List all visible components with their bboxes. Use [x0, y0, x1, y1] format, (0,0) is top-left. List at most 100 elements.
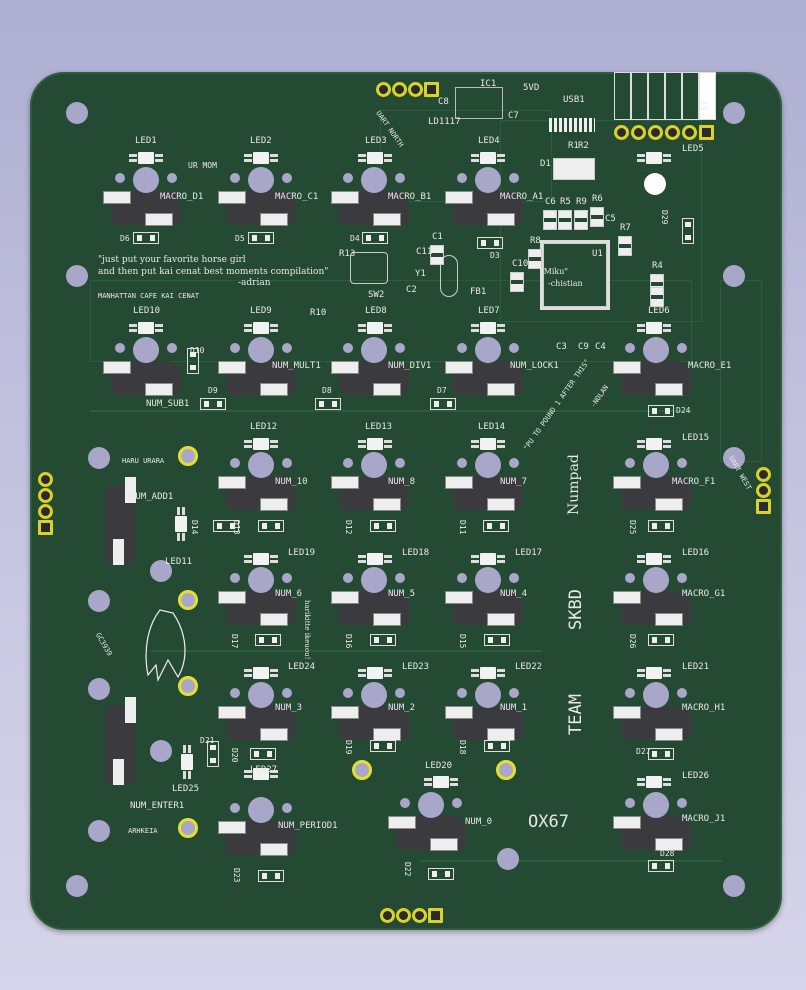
diode-footprint — [133, 232, 159, 244]
diode-label: D16 — [344, 634, 353, 649]
silkscreen-label: -adrian — [238, 278, 271, 288]
diode-label: D11 — [458, 520, 467, 535]
j1-pin — [631, 125, 646, 140]
diode-label: D4 — [350, 234, 360, 243]
switch-label: NUM_6 — [275, 589, 303, 599]
mounting-hole — [723, 447, 745, 469]
diode-footprint — [682, 218, 694, 244]
led-label: LED5 — [682, 144, 704, 154]
silkscreen-label: and then put kai cenat best moments comp… — [98, 267, 329, 277]
smd-pad-pair — [650, 287, 664, 307]
component-label: C10 — [512, 259, 529, 269]
key-switch-footprint — [218, 452, 302, 514]
diode-footprint — [200, 398, 226, 410]
component-label: R5 — [560, 197, 571, 207]
switch-label: NUM_1 — [500, 703, 528, 713]
diode-label: D24 — [676, 406, 691, 415]
led-label: LED24 — [288, 662, 316, 672]
switch-pad — [125, 697, 136, 723]
mounting-hole — [88, 447, 110, 469]
diode-label: D18 — [458, 740, 467, 755]
j1-pin — [665, 125, 680, 140]
key-switch-footprint — [218, 567, 302, 629]
key-switch-footprint — [331, 567, 415, 629]
diode-footprint — [362, 232, 388, 244]
switch-label: NUM_3 — [275, 703, 303, 713]
copper-trace — [150, 650, 542, 652]
led-footprint — [637, 776, 671, 788]
sw2-button — [350, 252, 388, 284]
switch-label: MACRO_J1 — [682, 814, 726, 824]
diode-label: D3 — [490, 251, 500, 260]
led-footprint — [471, 322, 505, 334]
component-label: D1 — [540, 159, 551, 169]
component-label: R1 — [568, 141, 579, 151]
diode-label: D20 — [230, 748, 239, 763]
uart-west-pin — [756, 467, 771, 482]
component-label: 5VD — [523, 83, 540, 93]
silkscreen-label: "just put your favorite horse girl — [98, 255, 246, 265]
silkscreen-label: Numpad — [566, 454, 582, 515]
diode-footprint — [428, 868, 454, 880]
led-label: LED7 — [478, 306, 500, 316]
switch-label: NUM_4 — [500, 589, 528, 599]
switch-label: MACRO_B1 — [388, 192, 432, 202]
key-switch-footprint — [103, 337, 187, 399]
key-switch-footprint — [613, 792, 697, 854]
diode-footprint — [248, 232, 274, 244]
component-label: R6 — [592, 194, 603, 204]
left-header-pin — [38, 472, 53, 487]
copper-trace — [90, 410, 692, 412]
component-label: Y1 — [415, 269, 426, 279]
diode-label: D13 — [232, 520, 241, 535]
key-switch-footprint — [388, 792, 472, 854]
j1-connector-slot — [699, 72, 716, 120]
silkscreen-label: -chistian — [548, 279, 583, 288]
mounting-hole — [497, 848, 519, 870]
led-label: LED10 — [133, 306, 161, 316]
component-label: R9 — [576, 197, 587, 207]
led-label: LED14 — [478, 422, 506, 432]
component-label: C2 — [406, 285, 417, 295]
diode-label: D22 — [403, 862, 412, 877]
diode-label: D14 — [190, 520, 199, 535]
silkscreen-label: MANHATTAN CAFE KAI CENAT — [98, 292, 200, 300]
component-label: LD1117 — [428, 117, 461, 127]
uart-north-pin — [376, 82, 391, 97]
led-label: LED20 — [425, 761, 453, 771]
switch-label: NUM_MULT1 — [272, 361, 321, 371]
uart-west-pin — [756, 499, 771, 514]
mounting-hole — [644, 173, 666, 195]
uart-west-pin — [756, 483, 771, 498]
led-label: LED21 — [682, 662, 710, 672]
switch-label: MACRO_F1 — [672, 477, 716, 487]
plated-hole — [352, 760, 372, 780]
component-label: C9 — [578, 342, 589, 352]
led-footprint — [244, 438, 278, 450]
led-footprint — [129, 152, 163, 164]
j1-connector-slot — [614, 72, 631, 120]
led-footprint — [244, 553, 278, 565]
diode-footprint — [483, 520, 509, 532]
mounting-hole — [66, 265, 88, 287]
switch-label: NUM_PERIOD1 — [278, 821, 338, 831]
component-label: SW2 — [368, 290, 385, 300]
diode-footprint — [258, 870, 284, 882]
key-switch-footprint — [445, 167, 529, 229]
smd-pad-pair — [430, 245, 444, 265]
diode-footprint — [484, 740, 510, 752]
diode-footprint — [648, 520, 674, 532]
smd-pad-pair — [590, 207, 604, 227]
diode-label: D28 — [660, 849, 675, 858]
diode-label: D21 — [200, 736, 215, 745]
component-label: R13 — [339, 249, 356, 259]
led-footprint — [637, 667, 671, 679]
led-footprint — [637, 438, 671, 450]
led-label: LED25 — [172, 784, 200, 794]
key-switch-footprint — [331, 167, 415, 229]
switch-label: NUM_2 — [388, 703, 416, 713]
led-footprint — [637, 322, 671, 334]
led-label: LED17 — [515, 548, 543, 558]
silkscreen-label: TEAM — [566, 694, 586, 735]
component-label: FB1 — [470, 287, 487, 297]
